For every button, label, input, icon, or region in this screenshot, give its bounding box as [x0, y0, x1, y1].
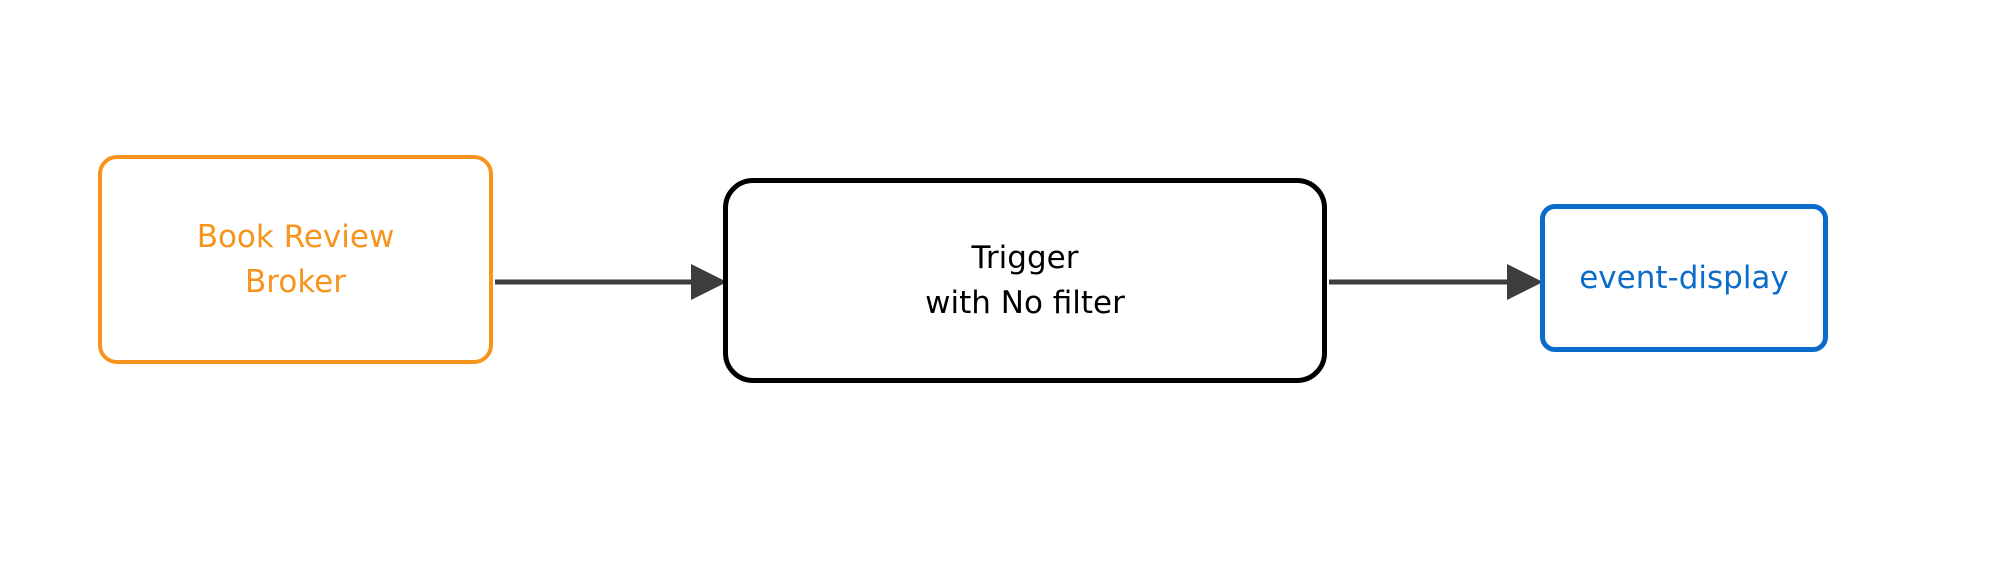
node-event-display-label: event-display: [1579, 259, 1789, 296]
node-event-display[interactable]: event-display: [1540, 204, 1828, 352]
edge-broker-to-trigger: [493, 262, 727, 302]
edge-trigger-to-event-display-arrowhead-icon: [1507, 264, 1543, 300]
edge-broker-to-trigger-arrowhead-icon: [691, 264, 727, 300]
node-book-review-broker[interactable]: Book Review Broker: [98, 155, 493, 364]
node-trigger-label-line-2: with No filter: [925, 284, 1125, 321]
edge-trigger-to-event-display: [1327, 262, 1543, 302]
node-trigger[interactable]: Trigger with No filter: [723, 178, 1327, 383]
node-book-review-broker-label-line-2: Broker: [245, 263, 346, 300]
node-book-review-broker-label-line-1: Book Review: [196, 219, 395, 256]
node-trigger-label-line-1: Trigger: [971, 240, 1079, 277]
